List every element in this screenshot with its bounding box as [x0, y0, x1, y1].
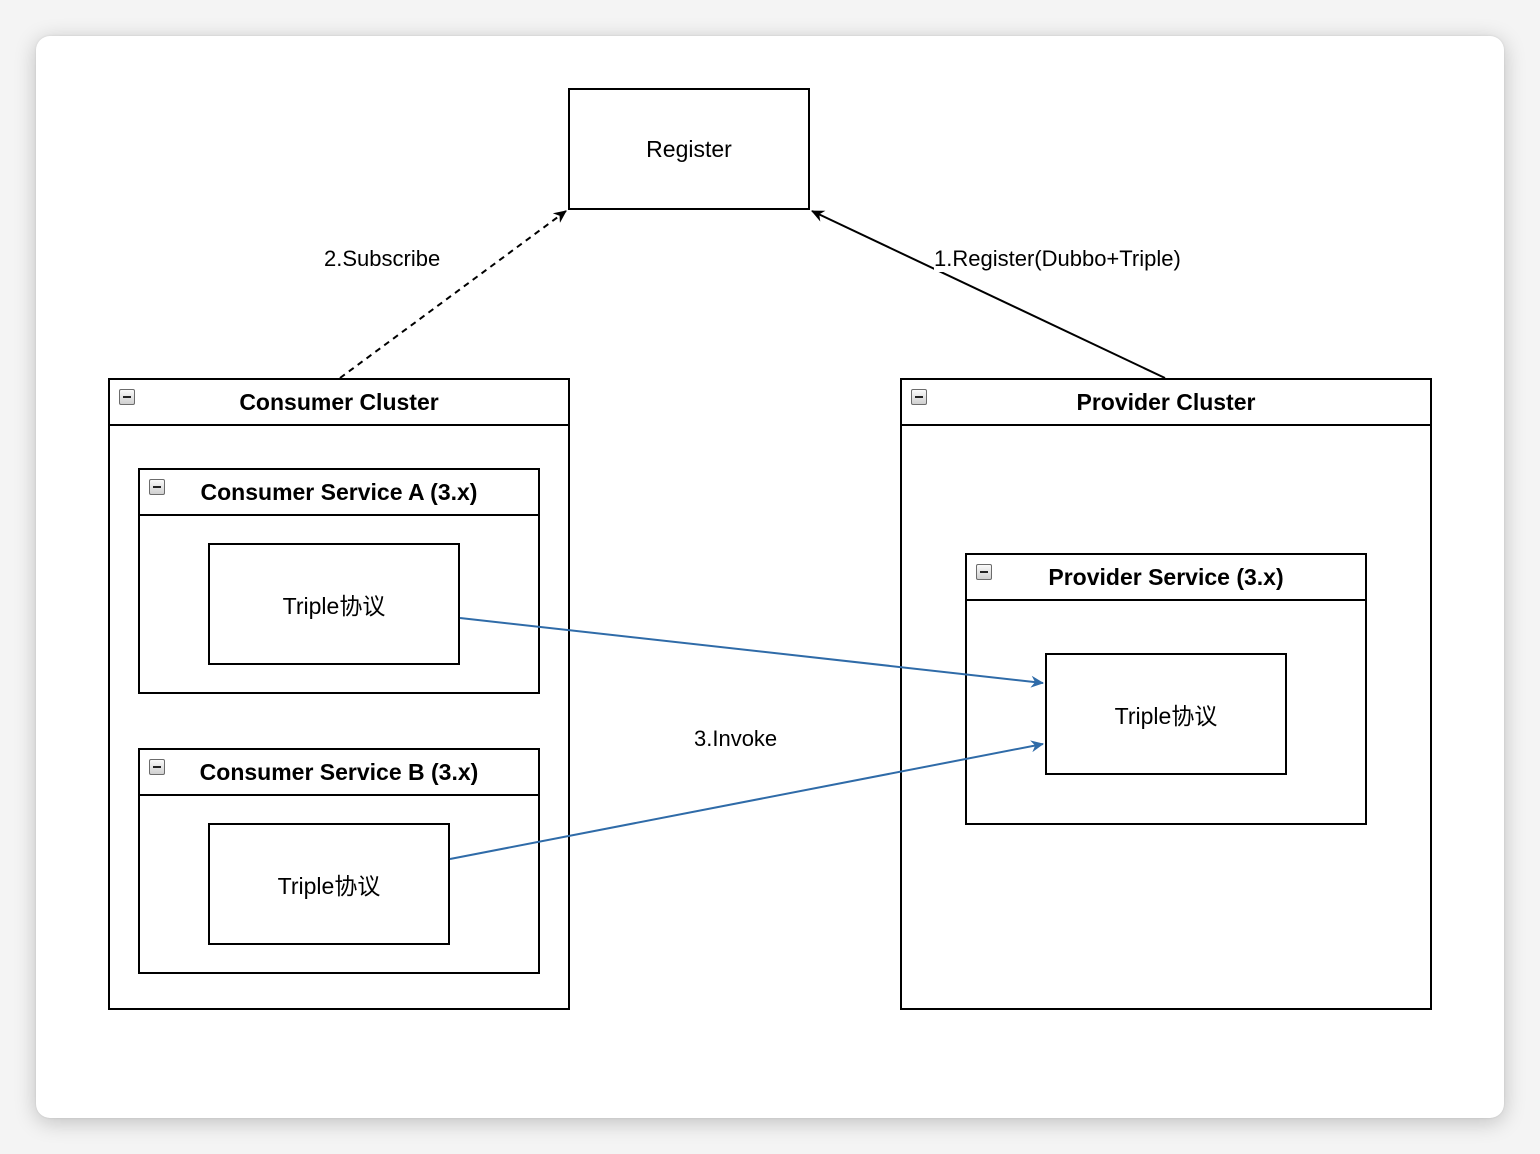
- consumer-b-protocol-label: Triple协议: [277, 873, 381, 899]
- invoke-edge-a[interactable]: [459, 617, 1044, 688]
- consumer-a-triple-protocol[interactable]: Triple协议: [208, 543, 460, 665]
- provider-protocol-label: Triple协议: [1114, 703, 1218, 729]
- collapse-minus-icon[interactable]: [149, 479, 165, 495]
- collapse-minus-icon[interactable]: [976, 564, 992, 580]
- register-node-label: Register: [646, 135, 732, 162]
- subscribe-edge-label: 2.Subscribe: [324, 246, 441, 271]
- collapse-minus-icon[interactable]: [911, 389, 927, 405]
- provider-triple-protocol[interactable]: Triple协议: [1045, 653, 1287, 775]
- provider-cluster-title: Provider Cluster: [1076, 388, 1256, 415]
- register-node[interactable]: Register: [568, 88, 810, 210]
- invoke-edge-label: 3.Invoke: [694, 726, 778, 751]
- invoke-edge-b[interactable]: [449, 740, 1044, 860]
- consumer-cluster-title: Consumer Cluster: [239, 388, 439, 415]
- provider-service[interactable]: Provider Service (3.x): [965, 553, 1367, 825]
- collapse-minus-icon[interactable]: [119, 389, 135, 405]
- consumer-service-b-title: Consumer Service B (3.x): [199, 758, 479, 785]
- consumer-a-protocol-label: Triple协议: [282, 593, 386, 619]
- collapse-minus-icon[interactable]: [149, 759, 165, 775]
- consumer-service-b-header: Consumer Service B (3.x): [140, 750, 538, 796]
- subscribe-edge[interactable]: [339, 210, 567, 379]
- consumer-service-a-header: Consumer Service A (3.x): [140, 470, 538, 516]
- provider-service-header: Provider Service (3.x): [967, 555, 1365, 601]
- consumer-b-triple-protocol[interactable]: Triple协议: [208, 823, 450, 945]
- register-edge[interactable]: [811, 210, 1166, 379]
- consumer-cluster-header: Consumer Cluster: [110, 380, 568, 426]
- consumer-service-a-title: Consumer Service A (3.x): [200, 478, 478, 505]
- provider-service-title: Provider Service (3.x): [1048, 563, 1284, 590]
- provider-cluster-header: Provider Cluster: [902, 380, 1430, 426]
- register-edge-label: 1.Register(Dubbo+Triple): [934, 246, 1181, 272]
